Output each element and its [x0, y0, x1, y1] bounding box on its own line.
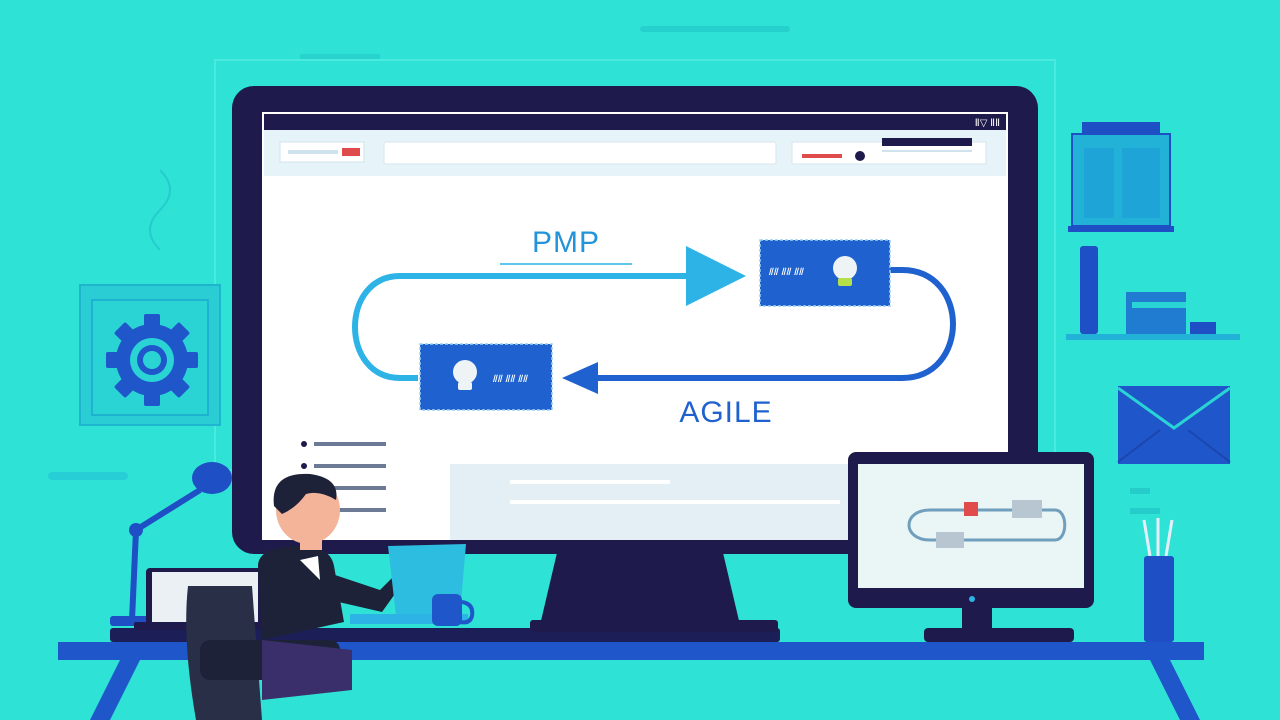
pmp-label: PMP	[532, 226, 600, 259]
monitor-screen: Ⅱ▽ ⅡⅡ PMP AGILE ⅡⅡ ⅡⅡ ⅡⅡ	[264, 114, 1006, 540]
card-bottom-text: ⅡⅡ ⅡⅡ ⅡⅡ	[492, 374, 528, 385]
desk-lamp	[110, 462, 232, 626]
agile-arrow	[596, 267, 956, 381]
wall-shelf	[1066, 122, 1240, 340]
idea-card-top[interactable]: ⅡⅡ ⅡⅡ ⅡⅡ	[759, 239, 891, 307]
screen-search-bar[interactable]	[383, 141, 777, 165]
screen-status-text: Ⅱ▽ ⅡⅡ	[975, 118, 1000, 129]
lightbulb-icon	[453, 360, 477, 390]
envelope-icon	[1117, 386, 1231, 464]
pmp-arrow	[352, 246, 746, 381]
agile-label: AGILE	[679, 396, 772, 429]
lightbulb-icon	[833, 256, 857, 286]
screen-title-bar	[264, 114, 1006, 130]
screen-list	[301, 441, 386, 512]
card-top-text: ⅡⅡ ⅡⅡ ⅡⅡ	[768, 267, 804, 278]
secondary-monitor	[848, 452, 1094, 642]
gear-icon	[106, 314, 198, 406]
pmp-agile-cycle-diagram: PMP AGILE ⅡⅡ ⅡⅡ ⅡⅡ ⅡⅡ ⅡⅡ ⅡⅡ	[352, 226, 956, 429]
coffee-mug	[432, 594, 475, 626]
idea-card-bottom[interactable]: ⅡⅡ ⅡⅡ ⅡⅡ	[419, 343, 553, 411]
pencil-cup	[1142, 518, 1174, 642]
gear-wall-panel	[79, 284, 221, 426]
